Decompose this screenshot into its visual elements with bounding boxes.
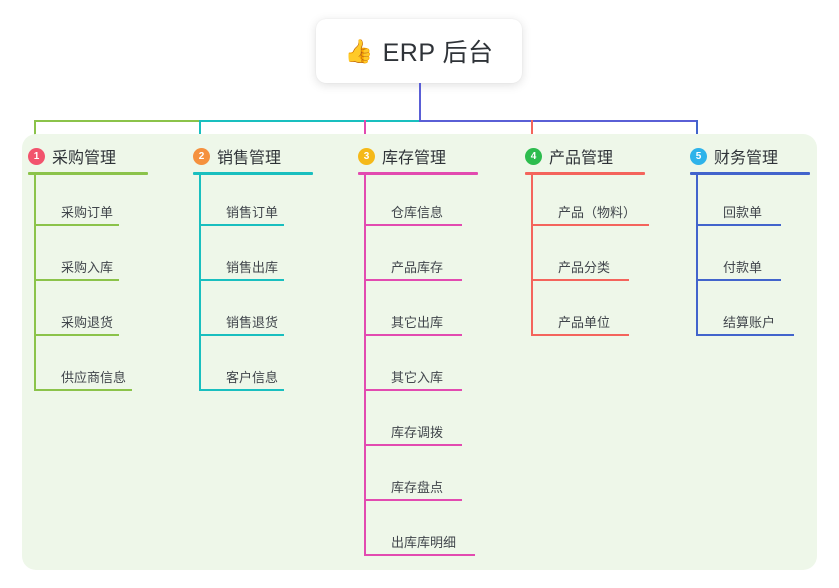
branch-leaf-underline bbox=[364, 334, 462, 336]
root-node-title: 👍 ERP 后台 bbox=[344, 33, 493, 69]
branch-leaf-item[interactable]: 其它出库 bbox=[364, 310, 472, 336]
branch-leaf-underline bbox=[531, 334, 629, 336]
branch-leaf-label: 产品（物料） bbox=[558, 205, 637, 220]
branch-leaf-label: 销售出库 bbox=[226, 260, 279, 275]
branches-panel: 1 采购管理采购订单采购入库采购退货供应商信息 2 销售管理销售订单销售出库销售退货客… bbox=[22, 134, 817, 570]
branch-leaf-label: 采购入库 bbox=[61, 260, 114, 275]
branch-header-underline bbox=[358, 172, 478, 175]
branch-leaf-label: 销售订单 bbox=[226, 205, 279, 220]
branch-leaf-underline bbox=[364, 224, 462, 226]
branch-header-underline bbox=[690, 172, 810, 175]
branch-leaf-item[interactable]: 产品分类 bbox=[531, 255, 639, 281]
branch-leaf-underline bbox=[199, 389, 284, 391]
branch-leaf-item[interactable]: 回款单 bbox=[696, 200, 791, 226]
branch-leaf-underline bbox=[199, 279, 284, 281]
branch-leaf-item[interactable]: 销售退货 bbox=[199, 310, 294, 336]
branch-leaf-item[interactable]: 出库库明细 bbox=[364, 530, 485, 556]
branch-spine-line bbox=[696, 175, 698, 336]
branch-leaf-label: 产品单位 bbox=[558, 315, 611, 330]
branch-header-1[interactable]: 1 采购管理 bbox=[28, 144, 116, 168]
branch-title: 库存管理 bbox=[382, 150, 447, 167]
branch-leaf-underline bbox=[364, 554, 475, 556]
branch-number-badge: 1 bbox=[28, 147, 45, 165]
branch-leaf-underline bbox=[696, 279, 781, 281]
branch-header-underline bbox=[193, 172, 313, 175]
branch-leaf-item[interactable]: 仓库信息 bbox=[364, 200, 472, 226]
branch-leaf-label: 结算账户 bbox=[723, 315, 776, 330]
branch-leaf-underline bbox=[34, 224, 119, 226]
branch-leaf-label: 客户信息 bbox=[226, 370, 279, 385]
branch-header-5[interactable]: 5 财务管理 bbox=[690, 144, 778, 168]
branch-leaf-underline bbox=[364, 279, 462, 281]
branch-leaf-underline bbox=[364, 499, 462, 501]
branch-title: 采购管理 bbox=[52, 150, 117, 167]
branch-number-badge: 5 bbox=[690, 147, 707, 165]
branch-leaf-underline bbox=[531, 279, 629, 281]
branch-number-badge: 4 bbox=[525, 147, 542, 165]
branch-header-underline bbox=[525, 172, 645, 175]
branch-spine-line bbox=[364, 175, 366, 556]
branch-leaf-underline bbox=[364, 389, 462, 391]
branch-leaf-underline bbox=[199, 224, 284, 226]
branch-leaf-item[interactable]: 结算账户 bbox=[696, 310, 804, 336]
branch-title: 产品管理 bbox=[549, 150, 614, 167]
root-node-label: ERP 后台 bbox=[382, 39, 494, 67]
thumbs-up-icon: 👍 bbox=[344, 37, 374, 64]
branch-leaf-label: 出库库明细 bbox=[391, 535, 457, 550]
branch-leaf-label: 其它入库 bbox=[391, 370, 444, 385]
branch-leaf-item[interactable]: 付款单 bbox=[696, 255, 791, 281]
branch-leaf-label: 库存盘点 bbox=[391, 480, 444, 495]
branch-title: 财务管理 bbox=[714, 150, 779, 167]
branch-leaf-underline bbox=[696, 334, 794, 336]
branch-leaf-item[interactable]: 库存调拨 bbox=[364, 420, 472, 446]
branch-leaf-item[interactable]: 销售订单 bbox=[199, 200, 294, 226]
branch-leaf-underline bbox=[34, 334, 119, 336]
branch-number-badge: 3 bbox=[358, 147, 375, 165]
branch-title: 销售管理 bbox=[217, 150, 282, 167]
branch-leaf-underline bbox=[34, 279, 119, 281]
branch-leaf-item[interactable]: 产品单位 bbox=[531, 310, 639, 336]
branch-header-4[interactable]: 4 产品管理 bbox=[525, 144, 613, 168]
branch-leaf-label: 回款单 bbox=[723, 205, 763, 220]
branch-spine-line bbox=[531, 175, 533, 336]
branch-leaf-label: 付款单 bbox=[723, 260, 763, 275]
root-node-card[interactable]: 👍 ERP 后台 bbox=[316, 19, 522, 83]
branch-header-underline bbox=[28, 172, 148, 175]
branch-leaf-label: 采购订单 bbox=[61, 205, 114, 220]
branch-leaf-label: 销售退货 bbox=[226, 315, 279, 330]
branch-leaf-label: 供应商信息 bbox=[61, 370, 127, 385]
branch-leaf-item[interactable]: 客户信息 bbox=[199, 365, 294, 391]
branch-leaf-item[interactable]: 库存盘点 bbox=[364, 475, 472, 501]
branch-number-badge: 2 bbox=[193, 147, 210, 165]
branch-header-2[interactable]: 2 销售管理 bbox=[193, 144, 281, 168]
trunk-segment-2 bbox=[199, 120, 419, 122]
root-stem-line bbox=[419, 83, 421, 122]
branch-leaf-item[interactable]: 产品库存 bbox=[364, 255, 472, 281]
trunk-segment-3 bbox=[419, 120, 698, 122]
branch-leaf-underline bbox=[199, 334, 284, 336]
branch-leaf-label: 采购退货 bbox=[61, 315, 114, 330]
branch-leaf-underline bbox=[364, 444, 462, 446]
branch-leaf-item[interactable]: 采购订单 bbox=[34, 200, 129, 226]
branch-leaf-label: 仓库信息 bbox=[391, 205, 444, 220]
branch-leaf-label: 产品分类 bbox=[558, 260, 611, 275]
branch-leaf-underline bbox=[34, 389, 132, 391]
branch-leaf-item[interactable]: 产品（物料） bbox=[531, 200, 659, 226]
branch-leaf-underline bbox=[531, 224, 649, 226]
branch-spine-line bbox=[199, 175, 201, 391]
branch-leaf-item[interactable]: 供应商信息 bbox=[34, 365, 142, 391]
branch-leaf-item[interactable]: 销售出库 bbox=[199, 255, 294, 281]
branch-leaf-label: 产品库存 bbox=[391, 260, 444, 275]
branch-leaf-item[interactable]: 采购退货 bbox=[34, 310, 129, 336]
branch-leaf-label: 其它出库 bbox=[391, 315, 444, 330]
branch-leaf-item[interactable]: 其它入库 bbox=[364, 365, 472, 391]
branch-leaf-label: 库存调拨 bbox=[391, 425, 444, 440]
branch-leaf-item[interactable]: 采购入库 bbox=[34, 255, 129, 281]
trunk-segment-1 bbox=[34, 120, 199, 122]
branch-spine-line bbox=[34, 175, 36, 391]
branch-leaf-underline bbox=[696, 224, 781, 226]
branch-header-3[interactable]: 3 库存管理 bbox=[358, 144, 446, 168]
